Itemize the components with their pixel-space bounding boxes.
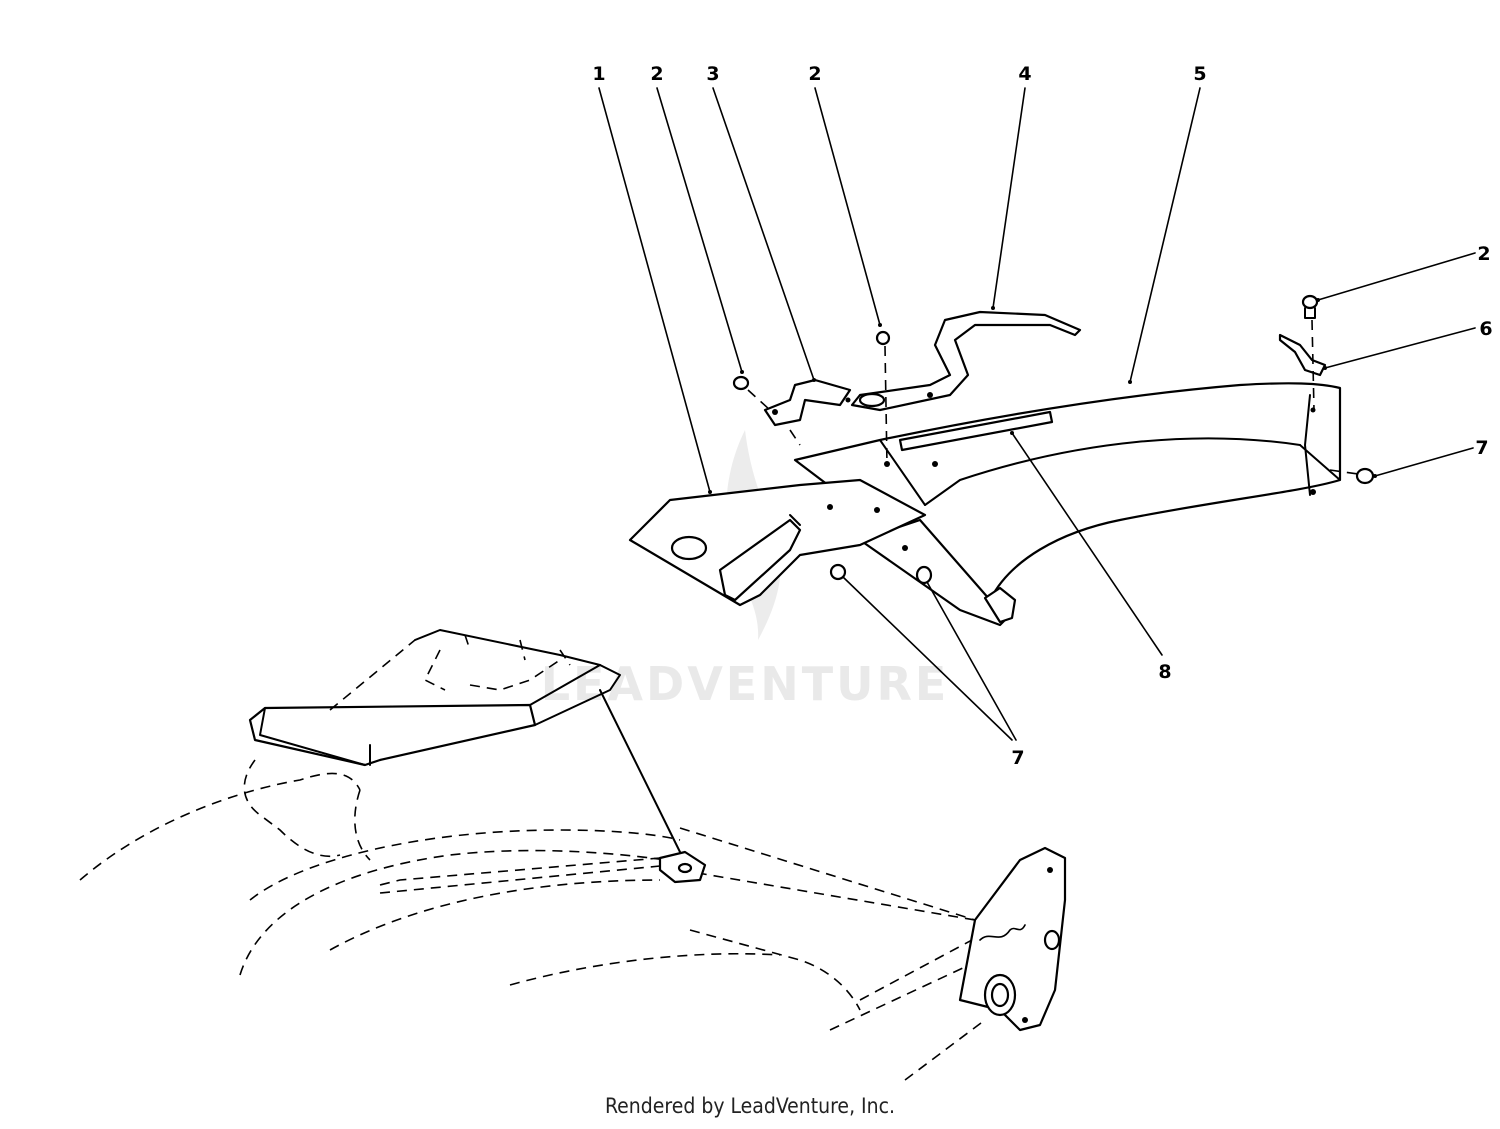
bracket-part-3 — [763, 378, 852, 427]
screw-part-2-center — [875, 330, 891, 346]
handle-part-4 — [850, 310, 1082, 412]
callout-label-2-left: 2 — [650, 63, 663, 85]
callout-labels: 1 2 3 2 4 5 2 6 7 8 7 — [592, 63, 1492, 769]
callout-label-6: 6 — [1479, 318, 1492, 340]
rendered-by-credit: Rendered by LeadVenture, Inc. — [605, 1094, 895, 1118]
clip-part-6 — [1278, 333, 1327, 377]
mower-housing-view — [79, 629, 1067, 1081]
callout-label-4: 4 — [1018, 63, 1031, 85]
decal-part-8 — [898, 410, 1054, 452]
callout-label-3: 3 — [706, 63, 719, 85]
screw-part-2-left — [732, 375, 750, 391]
callout-label-7-bottom: 7 — [1011, 747, 1024, 769]
nut-part-7-right — [1355, 467, 1375, 485]
nut-part-7-lower-left — [829, 563, 847, 581]
screw-part-2-right — [1301, 294, 1319, 319]
watermark-text: LEADVENTURE — [541, 657, 950, 711]
chute-deflector-assembly — [628, 294, 1375, 627]
callout-label-5: 5 — [1193, 63, 1206, 85]
callout-label-1: 1 — [592, 63, 605, 85]
callout-label-7-right: 7 — [1475, 437, 1488, 459]
callout-label-8: 8 — [1158, 661, 1171, 683]
leader-lines — [598, 87, 1476, 741]
callout-label-2-right: 2 — [1477, 243, 1490, 265]
nut-part-7-lower-right — [915, 565, 933, 585]
handle-grip — [248, 703, 537, 767]
callout-label-2-center: 2 — [808, 63, 821, 85]
